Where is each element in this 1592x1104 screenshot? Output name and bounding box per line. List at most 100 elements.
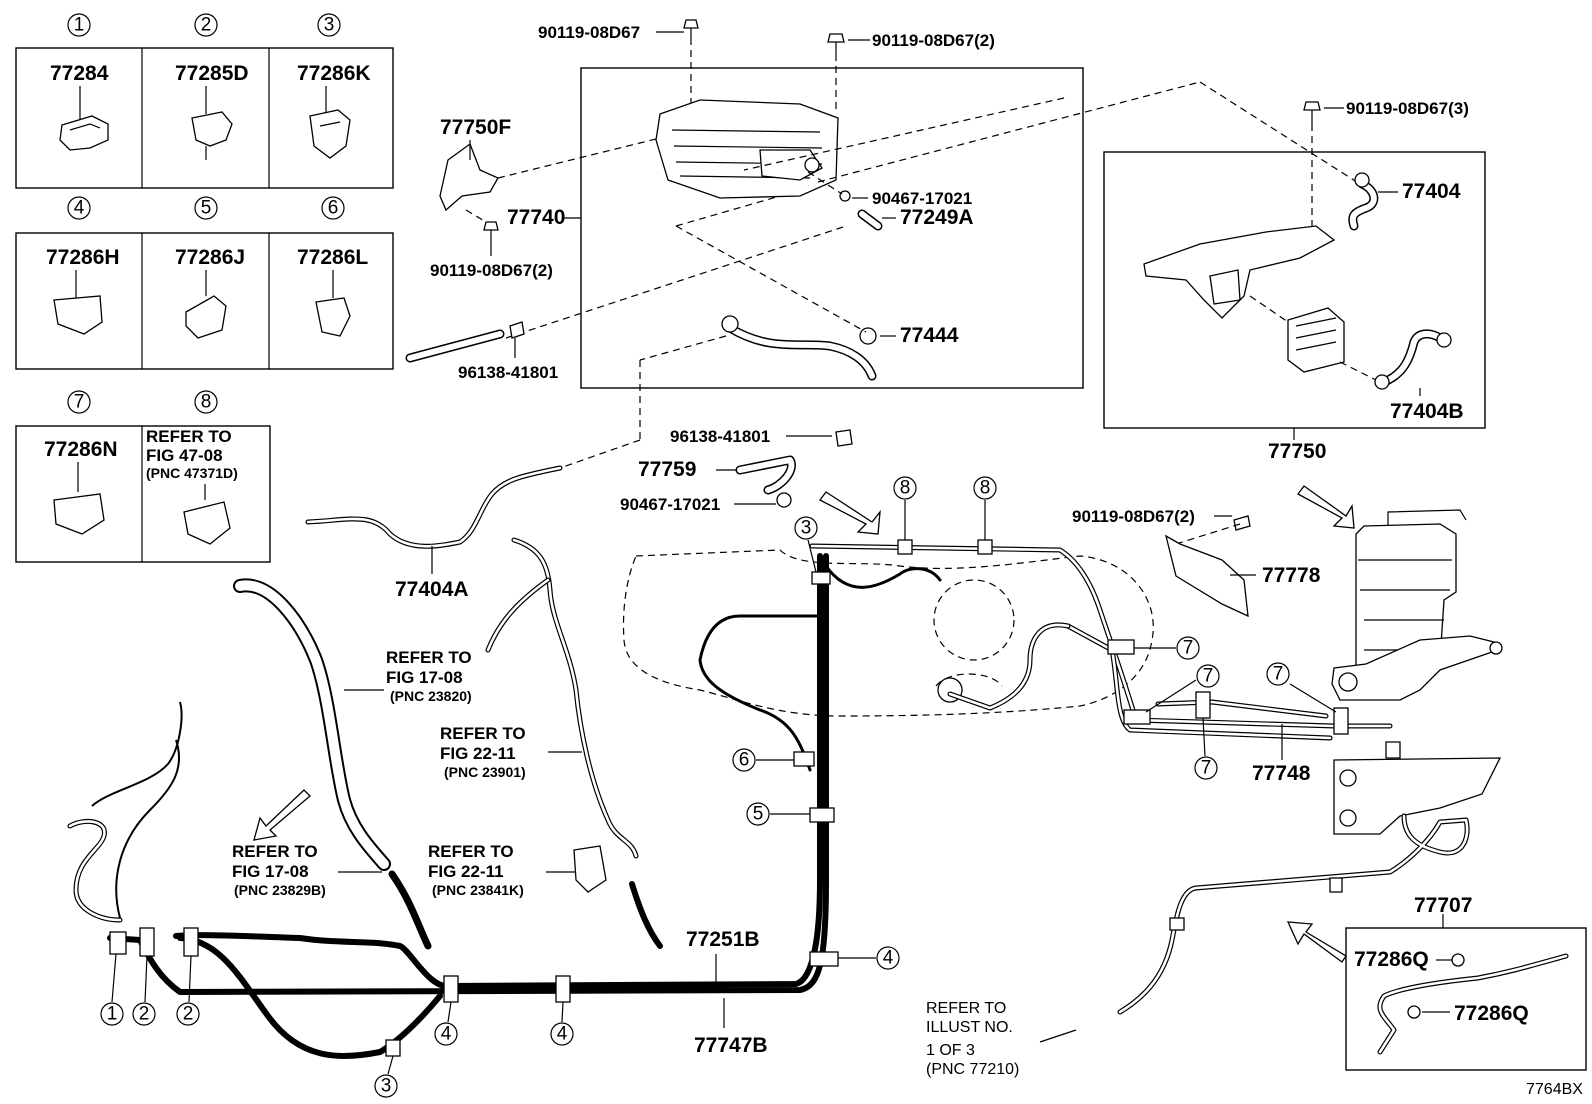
middle-clip-label: 90467-17021 xyxy=(620,495,720,514)
pump-assembly-label: 77750 xyxy=(1268,440,1326,463)
clip-7b-on-tube xyxy=(1123,709,1151,725)
hose-clamp-label: 96138-41801 xyxy=(458,363,558,382)
filler-clip-b-label: 77286Q xyxy=(1454,1002,1529,1025)
callout-4b: 4 xyxy=(557,1024,568,1045)
small-hose-left xyxy=(405,329,505,363)
svg-text:(PNC 23829B): (PNC 23829B) xyxy=(234,882,326,898)
canister-label: 77740 xyxy=(507,206,565,229)
arrow-icon xyxy=(1286,921,1347,963)
clip-8-ref-line3: (PNC 47371D) xyxy=(146,465,238,481)
middle-clamp-label: 96138-41801 xyxy=(670,427,770,446)
clip-6-part-number: 77286L xyxy=(297,246,368,269)
clip-icon xyxy=(839,190,851,202)
hose-77404b-label: 77404B xyxy=(1390,400,1464,423)
evap-line-upper xyxy=(698,564,942,772)
callout-3: 3 xyxy=(381,1076,392,1097)
bolt-icon xyxy=(483,221,499,231)
clip-row-1-frame xyxy=(15,47,394,189)
breather-tube-label: 77707 xyxy=(1414,894,1472,917)
clip-4-header: 4 xyxy=(67,196,91,220)
fuel-tank-outline xyxy=(622,549,1154,717)
clip-7c-on-tube xyxy=(1195,691,1211,719)
clip-2-header: 2 xyxy=(194,13,218,37)
clip-icon xyxy=(776,492,792,508)
fuel-tube-protector xyxy=(1164,534,1249,618)
protector-bolt-label: 90119-08D67(2) xyxy=(1072,507,1195,526)
svg-text:(PNC 23901): (PNC 23901) xyxy=(444,764,526,780)
callout-6: 6 xyxy=(739,750,750,771)
svg-text:FIG 22-11: FIG 22-11 xyxy=(440,744,516,763)
clip-3-part-number: 77286K xyxy=(297,62,371,85)
filler-pipe-assembly xyxy=(1331,509,1503,835)
clip-icon xyxy=(1407,1005,1421,1019)
clip-7-header: 7 xyxy=(67,390,91,414)
hose-22-11-lower xyxy=(629,881,663,949)
hose-77759 xyxy=(735,455,796,495)
hose-77444-label: 77444 xyxy=(900,324,959,347)
hose-clamp-icon xyxy=(835,429,853,447)
svg-text:4: 4 xyxy=(74,198,85,219)
clip-5-drawing xyxy=(185,270,227,339)
bolt-icon xyxy=(683,19,699,38)
callout-7b: 7 xyxy=(1203,666,1214,687)
tube-77747b-label: 77747B xyxy=(694,1034,768,1057)
svg-text:REFER TO: REFER TO xyxy=(386,648,472,667)
clip-6-drawing xyxy=(315,270,351,337)
vent-hose-77404a xyxy=(305,465,563,549)
clip-4-part-number: 77286H xyxy=(46,246,120,269)
svg-text:FIG 17-08: FIG 17-08 xyxy=(232,862,309,881)
arrow-icon xyxy=(819,491,881,535)
clip-1-drawing xyxy=(59,86,109,151)
callout-7c: 7 xyxy=(1201,758,1212,779)
svg-text:1: 1 xyxy=(74,15,85,36)
callout-7a: 7 xyxy=(1183,638,1194,659)
breather-tube-box: 77707 77286Q 77286Q xyxy=(1345,894,1587,1071)
ref-note-illust: REFER TO ILLUST NO. 1 OF 3 (PNC 77210) xyxy=(926,1000,1019,1078)
clip-7d-on-tube xyxy=(1333,707,1349,735)
filler-clip-a-label: 77286Q xyxy=(1354,948,1429,971)
svg-text:(PNC 23820): (PNC 23820) xyxy=(390,688,472,704)
clip-8-header: 8 xyxy=(194,390,218,414)
svg-text:6: 6 xyxy=(328,198,339,219)
clip-7-part-number: 77286N xyxy=(44,438,118,461)
hose-77249a-label: 77249A xyxy=(900,206,974,229)
clip-4b-on-tube xyxy=(555,975,571,1003)
callout-2a: 2 xyxy=(139,1004,150,1025)
ref-note-22-11-top: REFER TO FIG 22-11 (PNC 23901) xyxy=(440,724,526,780)
svg-text:ILLUST NO.: ILLUST NO. xyxy=(926,1019,1013,1036)
hose-77404b xyxy=(1374,329,1452,390)
leak-detection-pump xyxy=(1287,307,1345,373)
bolt-icon xyxy=(827,33,845,54)
bolt-icon xyxy=(1233,515,1251,531)
clip-row-2-frame xyxy=(15,232,394,370)
svg-text:(PNC 77210): (PNC 77210) xyxy=(926,1061,1019,1078)
callouts: 1 2 2 3 4 4 4 5 6 3 8 8 7 xyxy=(100,476,1337,1098)
clip-3-top-on-tube xyxy=(811,571,831,585)
svg-text:REFER TO: REFER TO xyxy=(428,842,514,861)
clip-5-part-number: 77286J xyxy=(175,246,245,269)
clip-4-on-tube xyxy=(443,975,459,1003)
hose-77404-label: 77404 xyxy=(1402,180,1461,203)
callout-2b: 2 xyxy=(183,1004,194,1025)
clip-8b-on-tube xyxy=(977,539,993,555)
callout-5: 5 xyxy=(753,804,764,825)
svg-text:2: 2 xyxy=(201,15,212,36)
clip-6-header: 6 xyxy=(321,196,345,220)
hose-22-11 xyxy=(485,537,639,859)
clip-2-on-tube xyxy=(139,927,155,957)
clip-table: 1 2 3 77284 77285D 77286K xyxy=(15,13,394,563)
hose-clamp-icon xyxy=(509,321,525,339)
svg-text:(PNC 23841K): (PNC 23841K) xyxy=(432,882,524,898)
clip-2-drawing xyxy=(191,86,233,160)
clip-4-drawing xyxy=(53,270,103,335)
arrow-icon xyxy=(1297,485,1355,529)
clip-8-ref-line1: REFER TO xyxy=(146,427,232,446)
clip-2-part-number: 77285D xyxy=(175,62,249,85)
bracket-bolt-label: 90119-08D67(2) xyxy=(430,261,553,280)
clip-1-on-tube xyxy=(109,931,127,955)
figure-code: 7764BX xyxy=(1526,1081,1583,1098)
clip-6-on-tube xyxy=(793,751,815,767)
callout-3-top: 3 xyxy=(801,518,812,539)
